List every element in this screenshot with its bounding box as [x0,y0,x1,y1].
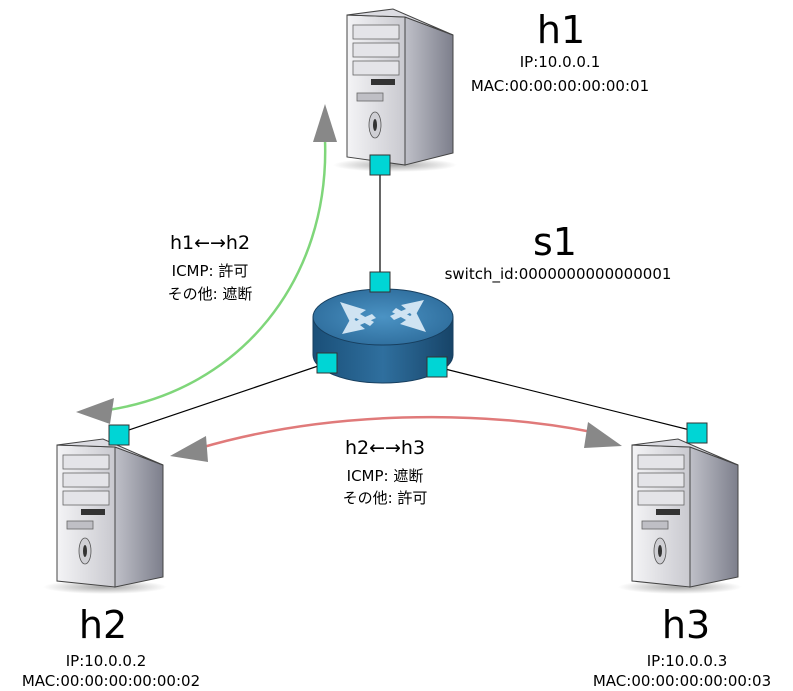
link-arrow-h2-h3 [199,415,593,450]
link-title-h2-h3: h2←→h3 [344,437,426,459]
link-other-h1-h2: その他: 遮断 [167,285,253,303]
switch-id: switch_id:0000000000000001 [444,265,672,283]
port-h1 [369,154,391,176]
port-h2 [108,424,130,446]
arrowhead-h3 [584,422,622,448]
port-h3 [686,422,708,444]
port-s1-top [369,271,391,293]
link-other-h2-h3: その他: 許可 [342,489,428,507]
cable-h3-s1 [436,366,699,433]
host-ip-h1: IP:10.0.0.1 [519,53,601,71]
arrowhead-h2-left [76,398,114,424]
cable-h2-s1 [119,362,328,434]
host-mac-h3: MAC:00:00:00:00:00:03 [592,672,772,690]
port-s1-right [426,356,448,378]
arrowhead-h2 [170,436,208,462]
router-icon-s1 [312,288,454,384]
link-title-h1-h2: h1←→h2 [169,232,251,254]
link-icmp-h1-h2: ICMP: 許可 [171,262,249,280]
host-name-h3: h3 [661,603,711,647]
host-mac-h1: MAC:00:00:00:00:00:01 [470,77,650,95]
computer-icon-h2 [43,438,167,594]
switch-name: s1 [533,220,577,264]
computer-icon-h3 [618,438,742,594]
host-ip-h2: IP:10.0.0.2 [65,652,147,670]
host-name-h2: h2 [78,603,128,647]
host-mac-h2: MAC:00:00:00:00:00:02 [21,672,201,690]
link-icmp-h2-h3: ICMP: 遮断 [346,467,424,485]
arrowhead-h1 [313,104,337,142]
host-ip-h3: IP:10.0.0.3 [646,652,728,670]
port-s1-left [316,352,338,374]
link-arrow-h1-h2 [107,139,327,412]
host-name-h1: h1 [536,8,586,52]
computer-icon-h1 [333,8,457,172]
